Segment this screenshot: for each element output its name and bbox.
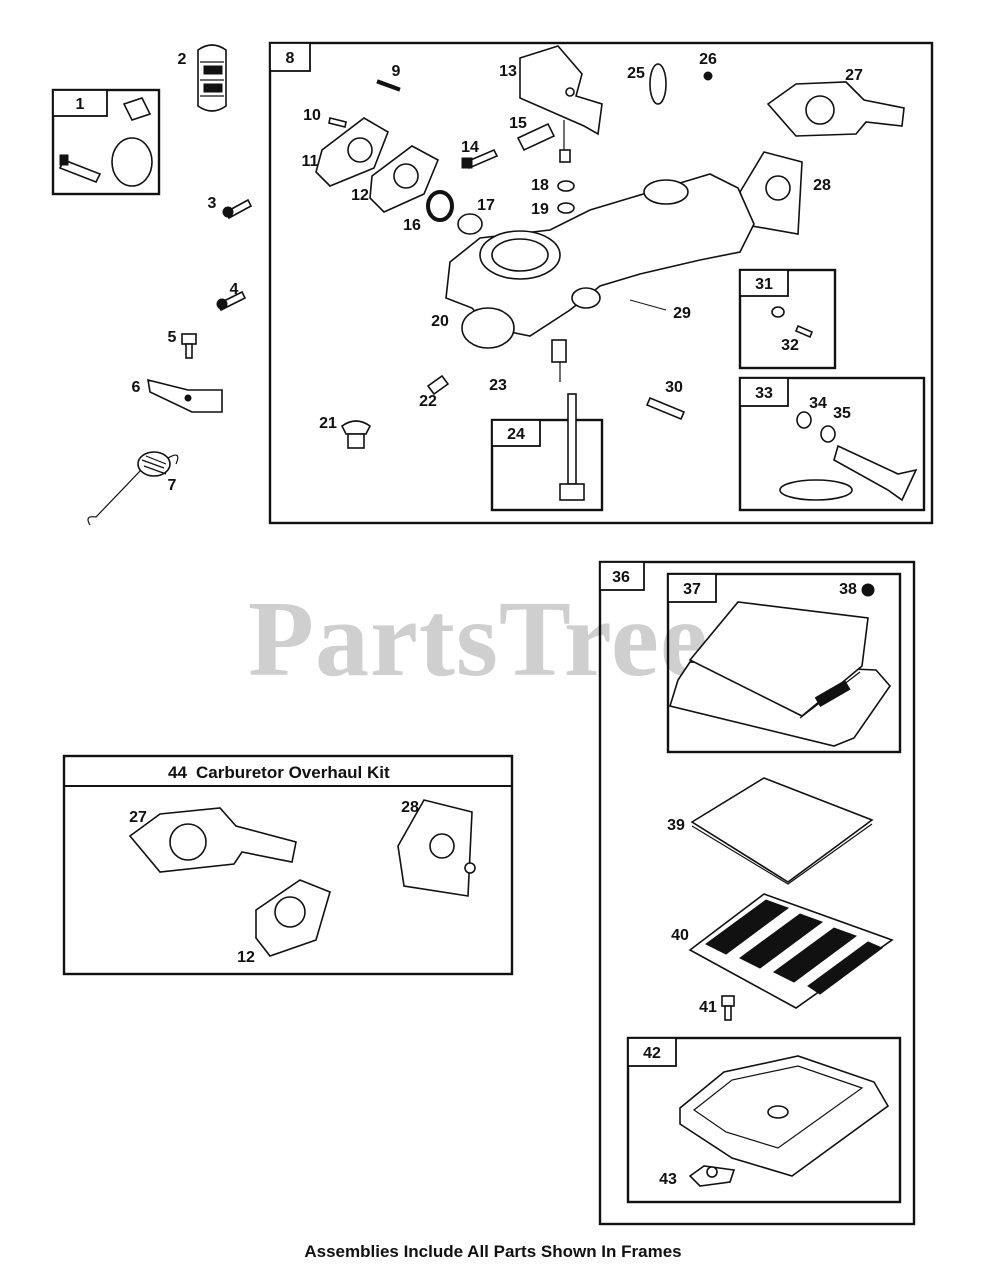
- callout-21: 21: [319, 415, 337, 432]
- frame-8-label: 8: [286, 50, 295, 67]
- callout-41: 41: [699, 999, 717, 1016]
- frame-1: 1: [51, 88, 161, 196]
- frame-36-label: 36: [612, 569, 630, 586]
- frame-33-label: 33: [755, 385, 773, 402]
- callout-5: 5: [168, 329, 177, 346]
- frame-1-label: 1: [76, 96, 85, 113]
- kit-callout-12: 12: [237, 949, 255, 966]
- frame-24-label: 24: [507, 426, 525, 443]
- callout-9: 9: [392, 63, 401, 80]
- callout-labels: 2 3 4 5 6 7 9 10 11 12 13 14 15 16 17 18…: [132, 51, 863, 1188]
- callout-27: 27: [845, 67, 863, 84]
- callout-17: 17: [477, 197, 495, 214]
- callout-43: 43: [659, 1171, 677, 1188]
- callout-28: 28: [813, 177, 831, 194]
- callout-13: 13: [499, 63, 517, 80]
- callout-22: 22: [419, 393, 437, 410]
- callout-14: 14: [461, 139, 479, 156]
- callout-15: 15: [509, 115, 527, 132]
- callout-11: 11: [302, 153, 319, 170]
- frame-37: 37: [666, 572, 902, 754]
- o-ring-part: [111, 137, 153, 187]
- callout-4: 4: [230, 281, 239, 298]
- frame-42: 42: [626, 1036, 902, 1204]
- kit-title: Carburetor Overhaul Kit: [196, 763, 390, 782]
- frame-44-kit: 44 Carburetor Overhaul Kit 27 28 12: [62, 754, 514, 976]
- callout-25: 25: [627, 65, 645, 82]
- callout-35: 35: [833, 405, 851, 422]
- frame-37-label: 37: [683, 581, 701, 598]
- callout-18: 18: [531, 177, 549, 194]
- frame-33: 33: [738, 376, 926, 512]
- callout-32: 32: [781, 337, 799, 354]
- callout-6: 6: [132, 379, 141, 396]
- kit-callout-28: 28: [401, 799, 419, 816]
- callout-16: 16: [403, 217, 421, 234]
- callout-7: 7: [168, 477, 177, 494]
- frame-31: 31: [738, 268, 837, 370]
- callout-2: 2: [178, 51, 187, 68]
- frame-24: 24: [490, 393, 604, 512]
- watermark: PartsTree: [248, 580, 709, 699]
- footer-note: Assemblies Include All Parts Shown In Fr…: [304, 1242, 682, 1261]
- kit-callout-27: 27: [129, 809, 147, 826]
- kit-number: 44: [168, 763, 187, 782]
- callout-38: 38: [839, 581, 857, 598]
- callout-20: 20: [431, 313, 449, 330]
- frame-31-label: 31: [755, 276, 773, 293]
- frame-8: 8: [268, 41, 934, 525]
- frame-42-label: 42: [643, 1045, 661, 1062]
- callout-3: 3: [208, 195, 217, 212]
- callout-26: 26: [699, 51, 717, 68]
- callout-29: 29: [673, 305, 691, 322]
- callout-19: 19: [531, 201, 549, 218]
- callout-23: 23: [489, 377, 507, 394]
- frame-36: 36 37 42: [598, 560, 916, 1226]
- callout-40: 40: [671, 927, 689, 944]
- loose-parts-left: [87, 44, 253, 526]
- callout-39: 39: [667, 817, 685, 834]
- callout-30: 30: [665, 379, 683, 396]
- bushing-part: [122, 97, 152, 121]
- callout-34: 34: [809, 395, 827, 412]
- callout-12: 12: [351, 187, 369, 204]
- callout-10: 10: [303, 107, 321, 124]
